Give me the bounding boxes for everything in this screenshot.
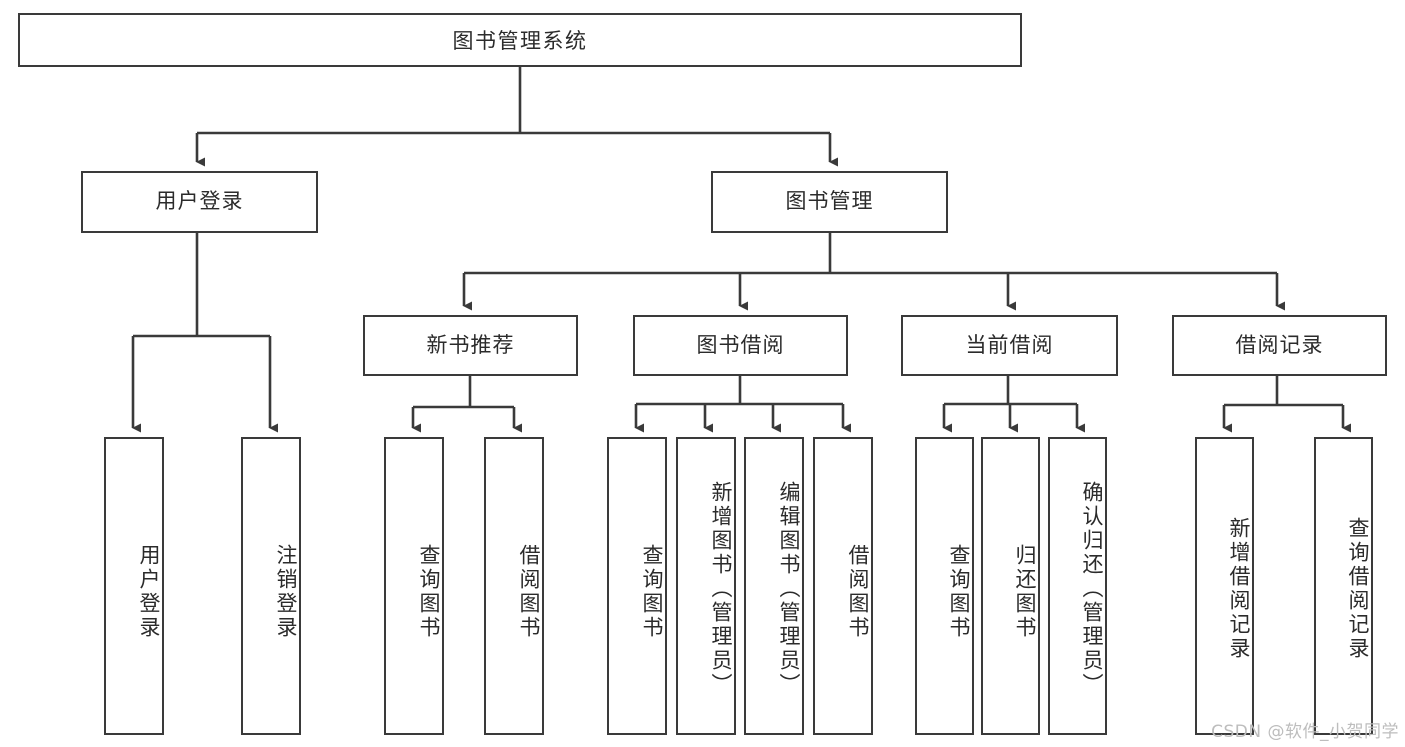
node-new-book-recommend[interactable]: 新书推荐	[363, 315, 578, 376]
node-book-borrow[interactable]: 图书借阅	[633, 315, 848, 376]
node-current-borrow[interactable]: 当前借阅	[901, 315, 1118, 376]
csdn-watermark: CSDN @软件_小贺同学	[1211, 722, 1399, 742]
leaf-add-book[interactable]: 新增图书（管理员）	[676, 437, 736, 735]
leaf-confirm-return[interactable]: 确认归还（管理员）	[1048, 437, 1107, 735]
leaf-query-record[interactable]: 查询借阅记录	[1314, 437, 1373, 735]
node-book-manage[interactable]: 图书管理	[711, 171, 948, 233]
leaf-borrow-book-1[interactable]: 借阅图书	[484, 437, 544, 735]
leaf-return-book[interactable]: 归还图书	[981, 437, 1040, 735]
leaf-query-book-3[interactable]: 查询图书	[915, 437, 974, 735]
node-borrow-record[interactable]: 借阅记录	[1172, 315, 1387, 376]
leaf-add-record[interactable]: 新增借阅记录	[1195, 437, 1254, 735]
leaf-query-book-1[interactable]: 查询图书	[384, 437, 444, 735]
leaf-edit-book[interactable]: 编辑图书（管理员）	[744, 437, 804, 735]
leaf-logout-login[interactable]: 注销登录	[241, 437, 301, 735]
leaf-query-book-2[interactable]: 查询图书	[607, 437, 667, 735]
leaf-borrow-book-2[interactable]: 借阅图书	[813, 437, 873, 735]
leaf-user-login[interactable]: 用户登录	[104, 437, 164, 735]
node-root-system[interactable]: 图书管理系统	[18, 13, 1022, 67]
node-user-login[interactable]: 用户登录	[81, 171, 318, 233]
